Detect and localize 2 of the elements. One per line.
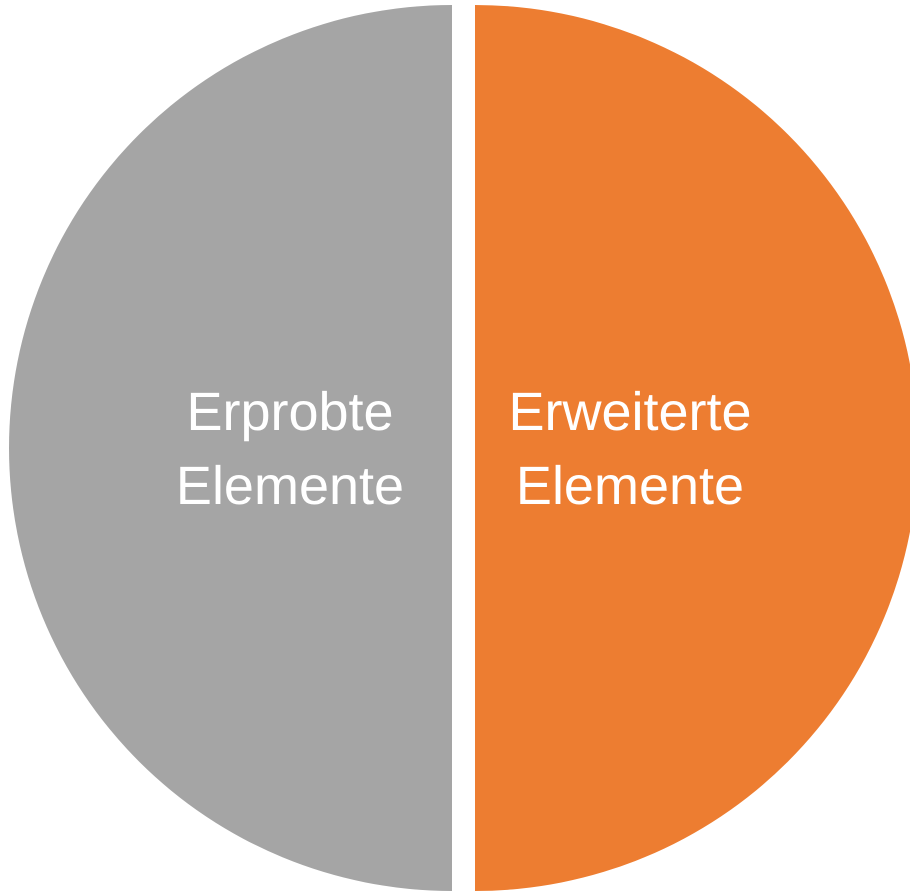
segment-label: Erprobte Elemente — [174, 381, 406, 518]
segment-label: Erweiterte Elemente — [507, 381, 753, 518]
